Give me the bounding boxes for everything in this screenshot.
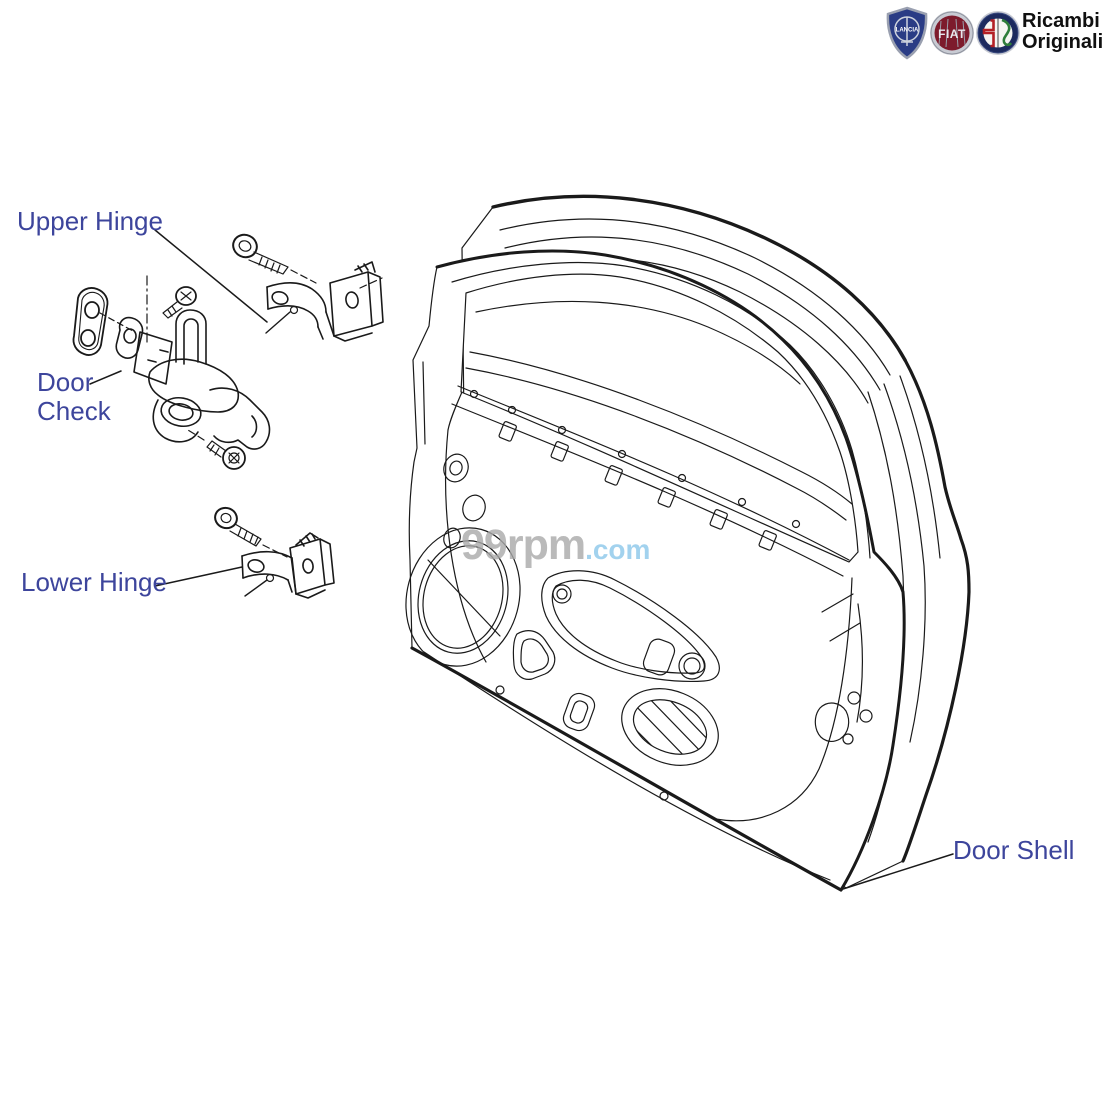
lower-hinge-bolt	[214, 506, 262, 547]
door-check-gasket	[72, 287, 109, 356]
lower-hinge-drawing	[214, 506, 335, 599]
upper-hinge-bolt	[232, 233, 289, 275]
fiat-logo-text: FIAT	[938, 27, 966, 41]
door-check-label-line2: Check	[37, 396, 111, 426]
door-check-leader	[89, 370, 122, 385]
lancia-logo-text: LANCIA	[896, 28, 919, 34]
door-check-body	[115, 309, 271, 450]
door-shell-leader	[842, 853, 954, 890]
handle-cutout	[541, 570, 720, 682]
door-check-label: Door Check	[37, 368, 111, 426]
door-shell-label: Door Shell	[953, 835, 1075, 865]
door-inner-panel-drawing	[405, 249, 906, 892]
brand-title-line2: Originali	[1022, 31, 1104, 53]
brand-title: Ricambi Originali	[1022, 11, 1103, 53]
upper-hinge-label: Upper Hinge	[17, 206, 163, 236]
door-check-label-line1: Door	[37, 367, 94, 397]
door-check-bolt	[206, 440, 246, 470]
lower-hinge-label: Lower Hinge	[21, 567, 167, 597]
speaker-hole	[405, 527, 521, 667]
brand-logos: LANCIA FIAT	[886, 6, 1020, 60]
upper-hinge-leader	[154, 229, 268, 323]
lower-hinge-leader	[154, 566, 243, 587]
alfa-romeo-logo	[976, 11, 1020, 55]
fiat-logo: FIAT	[930, 11, 974, 55]
latch-detail	[814, 593, 873, 745]
upper-hinge-bracket	[266, 261, 384, 342]
upper-hinge-drawing	[232, 233, 384, 342]
door-check-drawing	[72, 275, 271, 470]
brand-title-line1: Ricambi	[1022, 10, 1100, 32]
leader-lines	[89, 229, 954, 890]
lancia-logo: LANCIA	[886, 6, 928, 60]
door-check-screw	[162, 286, 197, 319]
lower-hinge-bracket	[241, 532, 335, 599]
